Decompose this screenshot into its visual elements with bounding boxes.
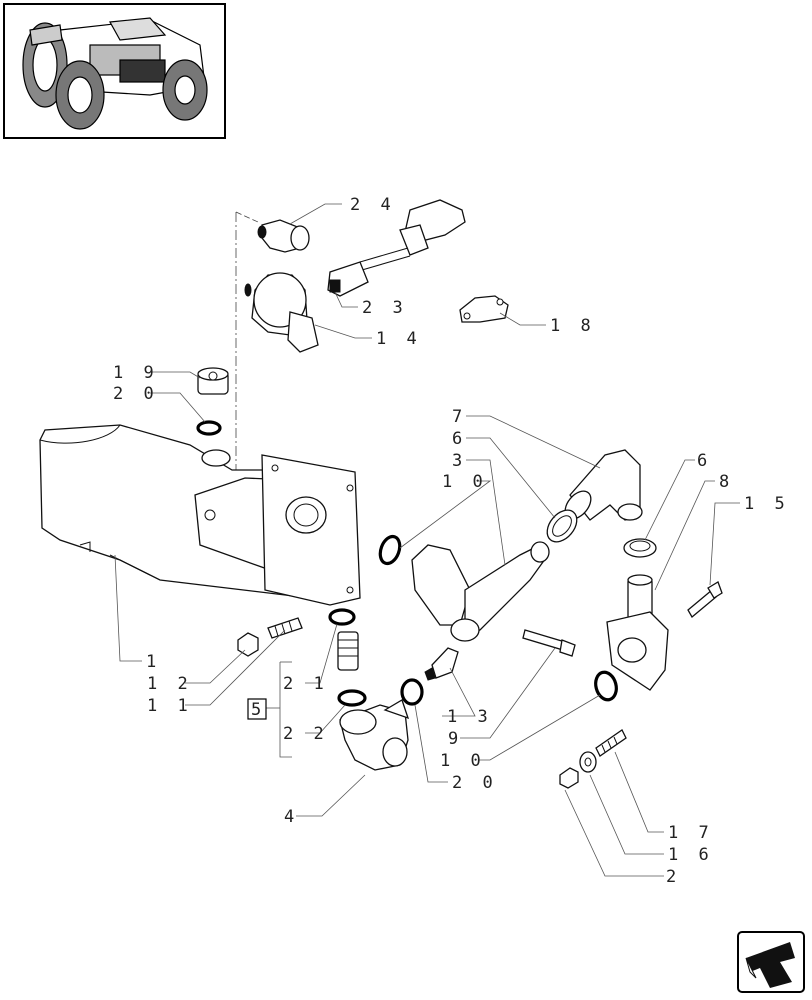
leader-lines: [114, 203, 740, 877]
part-10-oring-a: [378, 534, 402, 566]
callout-9: 9: [448, 729, 463, 749]
callout-21: 2 1: [283, 674, 329, 694]
callout-5: 5: [251, 700, 266, 720]
part-14-sender: [244, 272, 319, 353]
callout-3: 3: [452, 451, 467, 471]
callout-labels: 2 4 2 3 1 4 1 8 1 9 2 0 7 6 3 1 0 6 8 1 …: [113, 195, 790, 887]
callout-20-b: 2 0: [452, 773, 498, 793]
callout-10-a: 1 0: [442, 472, 488, 492]
part-1-housing: [39, 424, 361, 606]
callout-10-b: 1 0: [440, 751, 486, 771]
callout-14: 1 4: [376, 329, 422, 349]
part-4-elbow: [339, 699, 410, 771]
part-6-clamp-b: [623, 538, 657, 558]
callout-8: 8: [719, 472, 734, 492]
part-9-bolt: [522, 629, 576, 657]
part-13-sensor: [424, 647, 459, 681]
callout-11: 1 1: [147, 696, 193, 716]
callout-6-b: 6: [697, 451, 712, 471]
part-18-clip: [459, 295, 509, 323]
callout-24: 2 4: [350, 195, 396, 215]
callout-2: 2: [666, 867, 681, 887]
kit-5-box: 5: [247, 698, 267, 720]
callout-1: 1: [146, 652, 161, 672]
part-22-oring: [337, 689, 367, 707]
callout-4: 4: [284, 807, 299, 827]
callout-15: 1 5: [744, 494, 790, 514]
callout-20-a: 2 0: [113, 384, 159, 404]
part-20-oring-b: [400, 678, 424, 706]
part-2-nut: [559, 767, 579, 789]
next-page-arrow-icon[interactable]: [737, 931, 805, 993]
callout-22: 2 2: [283, 724, 329, 744]
callout-16: 1 6: [668, 845, 714, 865]
callout-7: 7: [452, 407, 467, 427]
part-10-oring-b: [594, 670, 618, 702]
part-20-oring-top: [196, 420, 222, 436]
part-21-fitting: [337, 631, 359, 671]
callout-12: 1 2: [147, 674, 193, 694]
part-o-ring-upper: [328, 608, 356, 626]
part-11-stud: [267, 617, 303, 639]
part-15-bolt: [687, 581, 723, 618]
callout-23: 2 3: [362, 298, 408, 318]
part-16-washer: [579, 751, 597, 773]
part-23-harness: [327, 199, 466, 297]
callout-17: 1 7: [668, 823, 714, 843]
tractor-thumbnail-icon[interactable]: [3, 3, 226, 139]
callout-6-a: 6: [452, 429, 467, 449]
part-3-tee: [411, 541, 550, 642]
part-19-plug: [197, 367, 229, 395]
part-12-nut: [237, 632, 259, 657]
part-8-outlet: [606, 574, 669, 691]
callout-18: 1 8: [550, 316, 596, 336]
callout-19: 1 9: [113, 363, 159, 383]
part-17-stud: [595, 729, 627, 757]
part-24-switch: [257, 219, 310, 253]
callout-13: 1 3: [447, 707, 493, 727]
